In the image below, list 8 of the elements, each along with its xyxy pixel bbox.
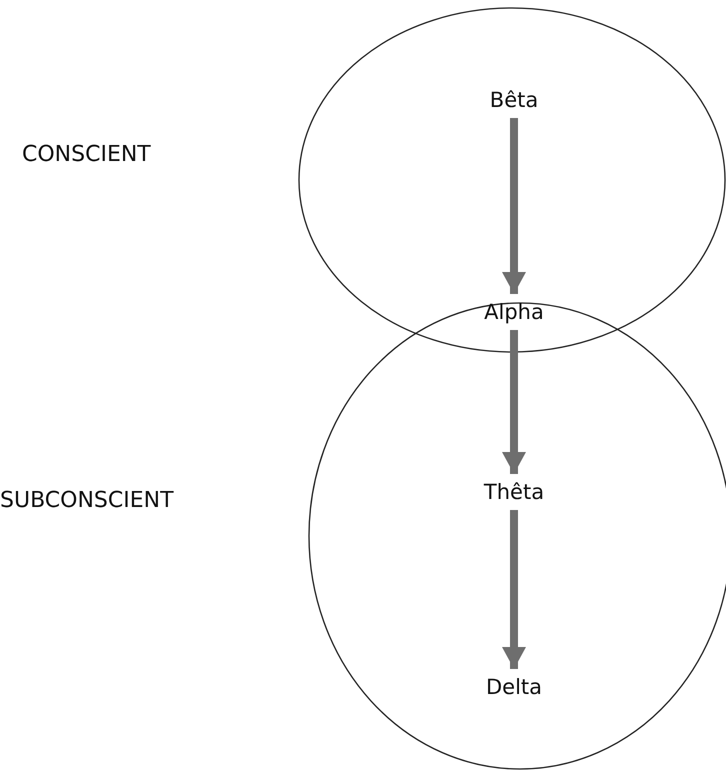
wave-label: Delta xyxy=(480,671,548,703)
wave-label: Thêta xyxy=(478,476,550,508)
arrow xyxy=(502,510,526,669)
region-label: SUBCONSCIENT xyxy=(0,488,174,513)
arrow xyxy=(502,118,526,294)
region-label: CONSCIENT xyxy=(22,142,151,167)
wave-label: Alpha xyxy=(478,296,550,328)
wave-label: Bêta xyxy=(484,84,544,116)
